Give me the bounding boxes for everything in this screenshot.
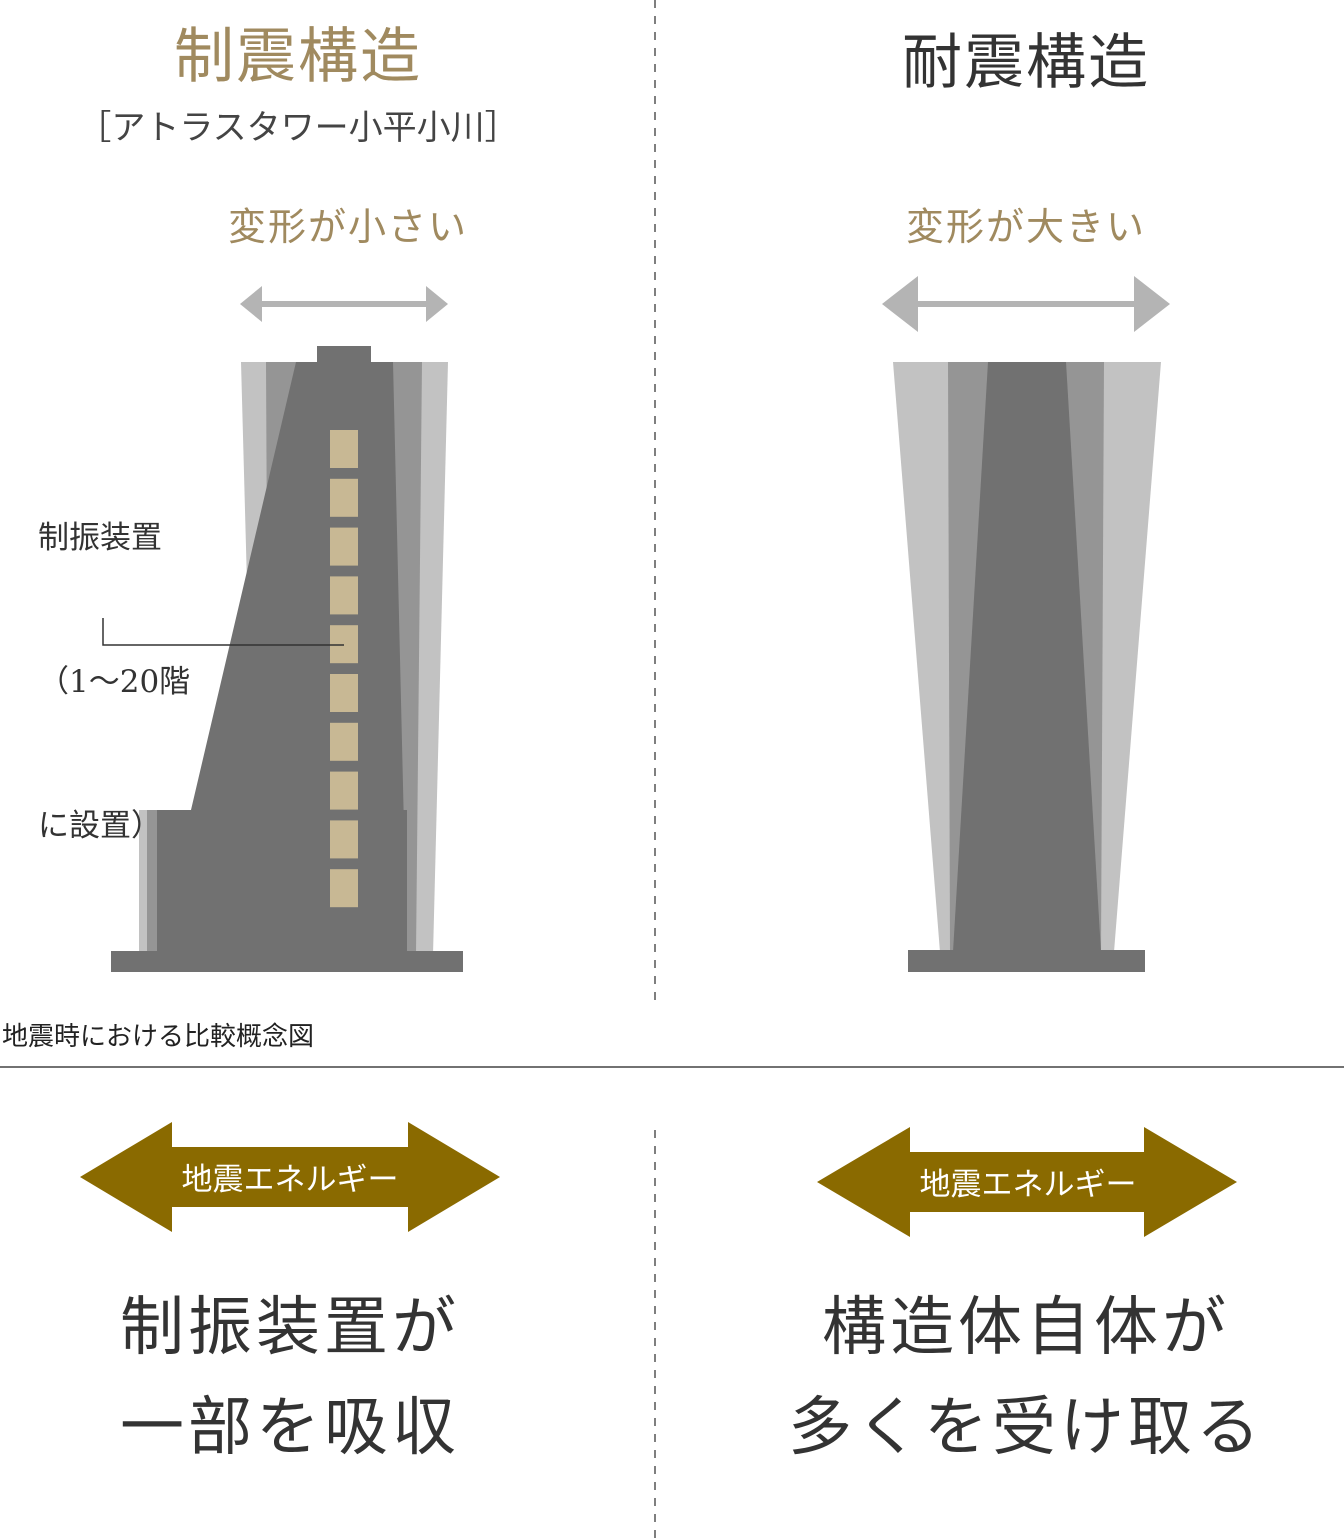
- damper-stack: [330, 430, 358, 908]
- damper-label: 制振装置 （1～20階 に設置）: [38, 418, 190, 898]
- right-energy-label: 地震エネルギー: [919, 1167, 1137, 1203]
- right-building: [882, 276, 1170, 972]
- diagram-caption: 地震時における比較概念図: [2, 1022, 315, 1052]
- right-deform-arrow: [882, 276, 1170, 332]
- right-conclusion-line-1: 構造体自体が: [822, 1291, 1230, 1365]
- left-deform-arrow: [240, 286, 448, 322]
- damper-label-line-3: に設置）: [38, 808, 162, 844]
- left-energy-label: 地震エネルギー: [181, 1162, 399, 1198]
- damper-leader-line: [102, 618, 344, 646]
- left-title: 制震構造: [174, 22, 422, 92]
- damper-block: [330, 478, 358, 517]
- damper-label-line-2: （1～20階: [38, 664, 191, 700]
- left-energy-arrow: [80, 1122, 500, 1232]
- damper-block: [330, 722, 358, 761]
- damper-block: [330, 430, 358, 468]
- damper-block: [330, 527, 358, 566]
- right-base: [908, 950, 1145, 972]
- damper-block: [330, 674, 358, 712]
- left-subtitle: ［アトラスタワー小平小川］: [77, 108, 519, 148]
- left-conclusion-line-2: 一部を吸収: [120, 1391, 460, 1465]
- damper-block: [330, 771, 358, 810]
- right-core: [953, 362, 1101, 952]
- damper-block: [330, 820, 358, 859]
- left-conclusion-line-1: 制振装置が: [120, 1291, 460, 1365]
- right-conclusion: 構造体自体が 多くを受け取る: [776, 1278, 1276, 1478]
- right-title: 耐震構造: [902, 28, 1150, 98]
- damper-block: [330, 869, 358, 908]
- left-base: [111, 951, 463, 972]
- right-conclusion-line-2: 多くを受け取る: [788, 1391, 1264, 1465]
- left-roof: [317, 346, 371, 366]
- damper-block: [330, 576, 358, 615]
- damper-label-line-1: 制振装置: [38, 520, 162, 556]
- left-conclusion: 制振装置が 一部を吸収: [40, 1278, 540, 1478]
- damper-block: [330, 625, 358, 664]
- left-building: [102, 286, 463, 972]
- left-deformation-label: 変形が小さい: [227, 205, 468, 249]
- right-deformation-label: 変形が大きい: [905, 205, 1146, 249]
- right-energy-arrow: [817, 1127, 1237, 1237]
